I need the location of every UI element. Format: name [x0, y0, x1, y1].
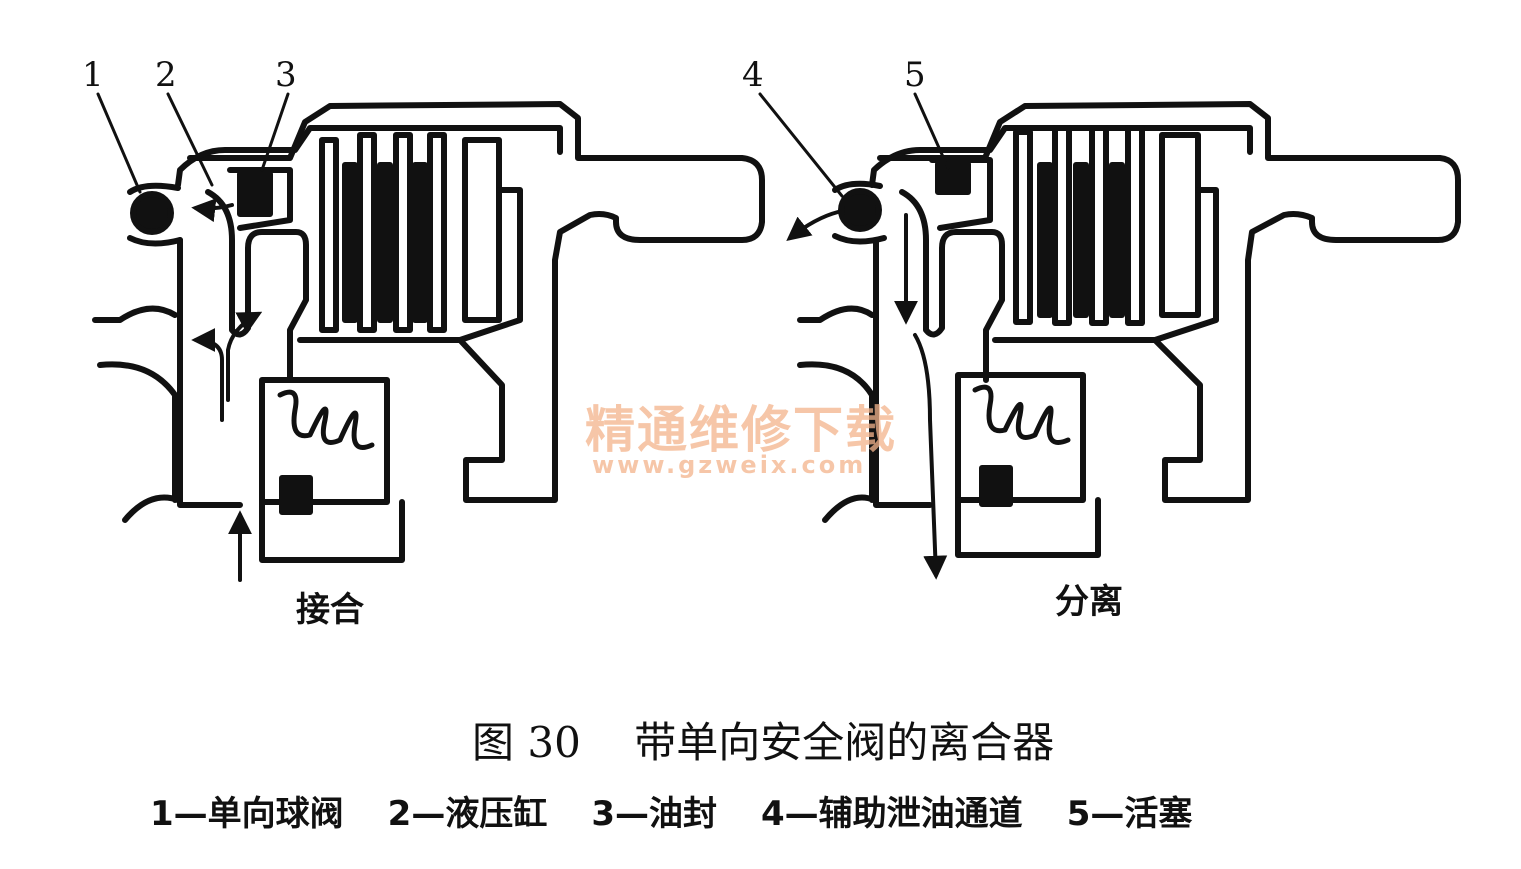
legend-item-2: 2—液压缸 — [387, 794, 548, 834]
callout-leaders — [96, 92, 950, 198]
legend-item-5: 5—活塞 — [1066, 794, 1193, 834]
ball-seat-1 — [127, 182, 183, 247]
housing-outer-right — [877, 101, 1461, 503]
callout-2: 2 — [155, 55, 177, 95]
return-spring-left — [277, 389, 375, 450]
legend-item-3: 3—油封 — [591, 794, 718, 834]
legend-item-1: 1—单向球阀 — [150, 794, 344, 834]
flow-arrow-ball — [191, 198, 234, 223]
flow-arrow-curve-b — [226, 311, 263, 402]
lower-base-left — [92, 305, 405, 563]
piston-left — [227, 167, 293, 231]
legend-item-4: 4—辅助泄油通道 — [761, 794, 1023, 834]
drain-arrow-left — [786, 210, 840, 241]
flow-arrow-curve-a — [191, 328, 224, 422]
piston-seal-5 — [935, 161, 971, 195]
check-ball-4 — [838, 188, 882, 232]
drain-arrow-down-b — [913, 333, 948, 580]
return-spring-right — [972, 384, 1071, 445]
housing-inner-right — [869, 125, 1253, 188]
label-disengaged: 分离 — [1055, 582, 1123, 622]
lower-base-right — [797, 305, 1101, 558]
engaged-assembly — [92, 101, 765, 582]
clutch-discs-left — [319, 132, 523, 343]
clutch-discs-right — [1013, 125, 1219, 343]
spring-housing-left — [259, 377, 390, 505]
hydraulic-cylinder-2 — [177, 189, 309, 508]
watermark-url: www.gzweix.com — [592, 451, 867, 479]
spring-housing-right — [955, 372, 1086, 503]
housing-inner — [175, 125, 563, 188]
cylinder-right — [873, 189, 1005, 508]
piston-right — [929, 157, 993, 231]
watermark-text: 精通维修下载 — [585, 401, 897, 459]
callout-5: 5 — [904, 55, 926, 95]
callout-1: 1 — [82, 55, 104, 95]
oil-seal-3 — [237, 171, 273, 217]
spring-retainer-left — [279, 475, 313, 515]
callout-3: 3 — [275, 55, 297, 95]
label-engaged: 接合 — [296, 590, 364, 630]
figure-caption: 图 30 带单向安全阀的离合器 — [472, 718, 1055, 767]
disengaged-assembly — [786, 101, 1461, 580]
callout-4: 4 — [742, 55, 764, 95]
spring-retainer-right — [979, 465, 1013, 507]
check-ball-1 — [130, 191, 174, 235]
housing-outer — [187, 101, 765, 503]
legend: 1—单向球阀 2—液压缸 3—油封 4—辅助泄油通道 5—活塞 — [150, 797, 1192, 831]
